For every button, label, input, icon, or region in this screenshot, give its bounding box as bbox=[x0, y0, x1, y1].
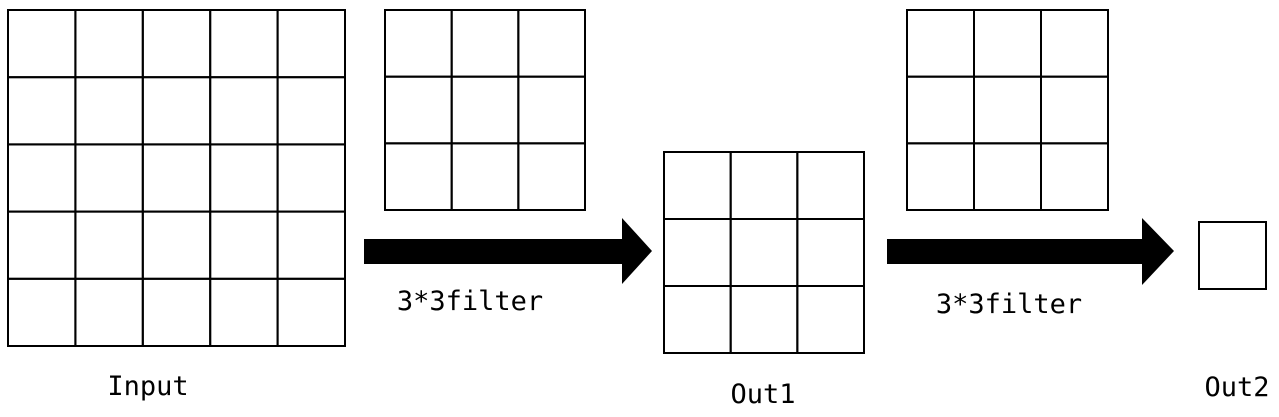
filter-2-cell-1-2 bbox=[1040, 75, 1109, 145]
input-cell-2-2 bbox=[141, 143, 212, 213]
input-cell-3-3 bbox=[209, 210, 279, 280]
input-grid bbox=[7, 9, 347, 347]
input-cell-1-3 bbox=[209, 76, 279, 146]
filter-1-cell-2-0 bbox=[384, 142, 453, 211]
input-cell-4-3 bbox=[209, 277, 279, 347]
arrow-1 bbox=[364, 218, 652, 284]
out-1-cell-2-1 bbox=[729, 285, 799, 354]
filter-1-cell-1-1 bbox=[450, 75, 520, 145]
input-cell-1-0 bbox=[7, 76, 77, 146]
filter-1-cell-1-2 bbox=[517, 75, 587, 145]
out-1-cell-1-1 bbox=[729, 218, 799, 287]
input-cell-2-3 bbox=[209, 143, 279, 213]
filter-1-cell-0-2 bbox=[517, 9, 587, 78]
out-1-cell-0-1 bbox=[729, 151, 799, 220]
out-1-cell-1-2 bbox=[796, 218, 866, 287]
filter-1-cell-2-1 bbox=[450, 142, 520, 211]
out-1-cell-1-0 bbox=[663, 218, 732, 287]
out-1-cell-2-2 bbox=[796, 285, 866, 354]
input-cell-1-2 bbox=[141, 76, 212, 146]
arrow-1-label: 3*3filter bbox=[397, 286, 543, 317]
filter-1-cell-0-1 bbox=[450, 9, 520, 78]
out-1-grid bbox=[663, 151, 866, 354]
filter-2-cell-1-0 bbox=[906, 75, 975, 145]
input-cell-0-4 bbox=[276, 9, 347, 79]
input-cell-4-1 bbox=[74, 277, 144, 347]
filter-1-cell-1-0 bbox=[384, 75, 453, 145]
filter-2-cell-2-1 bbox=[973, 142, 1042, 211]
out-1-cell-2-0 bbox=[663, 285, 732, 354]
filter-2-cell-0-2 bbox=[1040, 9, 1109, 78]
input-cell-0-3 bbox=[209, 9, 279, 79]
filter-2-cell-0-1 bbox=[973, 9, 1042, 78]
filter-2-cell-1-1 bbox=[973, 75, 1042, 145]
input-cell-2-0 bbox=[7, 143, 77, 213]
arrow-2 bbox=[887, 218, 1174, 285]
input-cell-4-0 bbox=[7, 277, 77, 347]
input-cell-2-4 bbox=[276, 143, 347, 213]
input-cell-3-0 bbox=[7, 210, 77, 280]
input-cell-3-2 bbox=[141, 210, 212, 280]
input-cell-0-1 bbox=[74, 9, 144, 79]
input-cell-4-4 bbox=[276, 277, 347, 347]
filter-1-grid bbox=[384, 9, 587, 211]
filter-2-grid bbox=[906, 9, 1109, 211]
input-cell-0-0 bbox=[7, 9, 77, 79]
filter-2-cell-0-0 bbox=[906, 9, 975, 78]
input-cell-1-1 bbox=[74, 76, 144, 146]
input-cell-3-4 bbox=[276, 210, 347, 280]
out-1-cell-0-2 bbox=[796, 151, 866, 220]
filter-1-cell-2-2 bbox=[517, 142, 587, 211]
filter-2-cell-2-0 bbox=[906, 142, 975, 211]
filter-2-cell-2-2 bbox=[1040, 142, 1109, 211]
out-2-label: Out2 bbox=[1204, 372, 1269, 403]
input-cell-0-2 bbox=[141, 9, 212, 79]
out-2-grid bbox=[1198, 221, 1267, 290]
out-1-cell-0-0 bbox=[663, 151, 732, 220]
input-label: Input bbox=[107, 371, 188, 402]
input-cell-3-1 bbox=[74, 210, 144, 280]
arrow-2-label: 3*3filter bbox=[936, 289, 1082, 320]
input-cell-2-1 bbox=[74, 143, 144, 213]
out-2-cell-0-0 bbox=[1198, 221, 1267, 290]
input-cell-4-2 bbox=[141, 277, 212, 347]
input-cell-1-4 bbox=[276, 76, 347, 146]
out-1-label: Out1 bbox=[730, 379, 795, 410]
filter-1-cell-0-0 bbox=[384, 9, 453, 78]
